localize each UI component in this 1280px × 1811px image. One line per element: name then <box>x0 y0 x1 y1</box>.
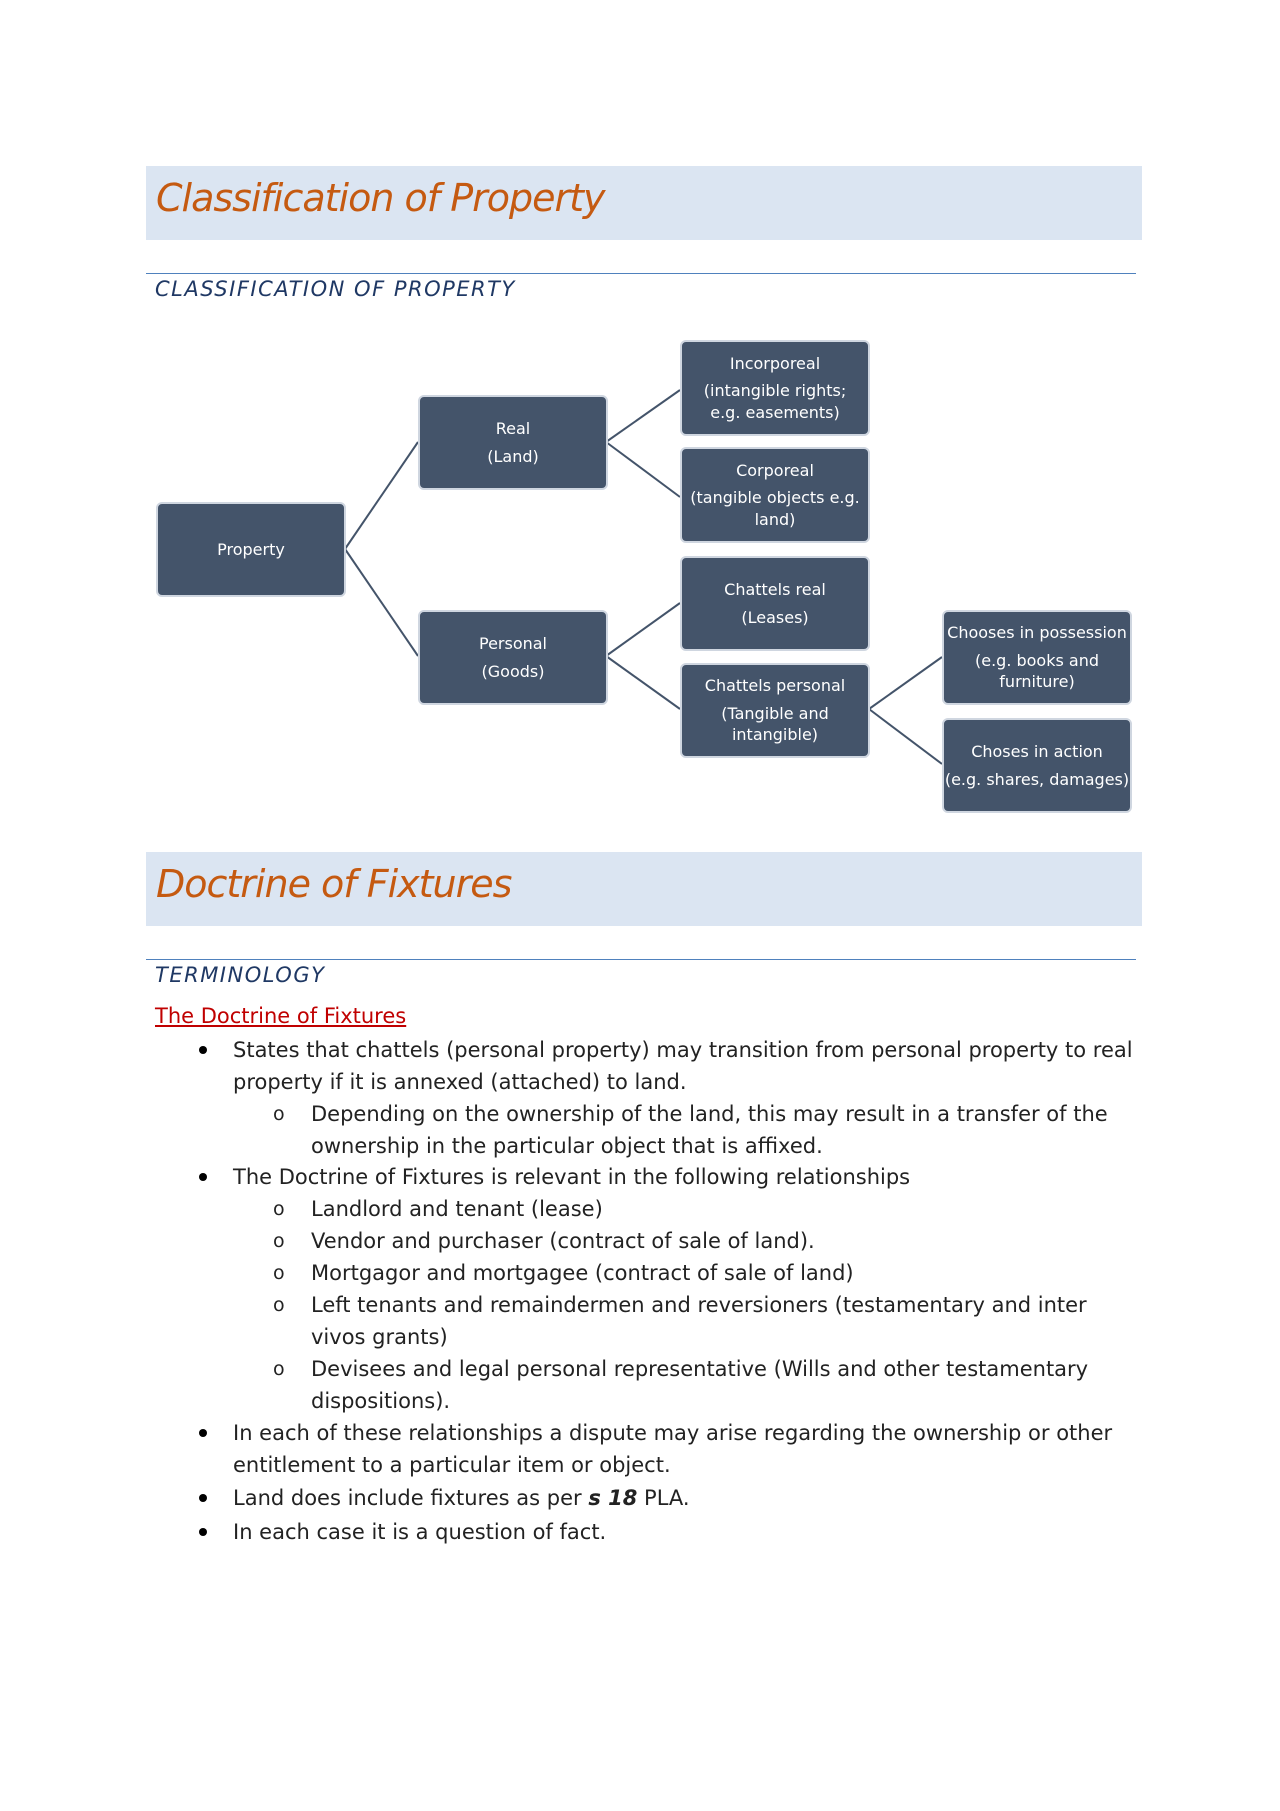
connector <box>605 655 681 710</box>
connector <box>344 441 419 550</box>
topic-heading: The Doctrine of Fixtures <box>155 1004 407 1028</box>
bullet-icon <box>199 1173 207 1181</box>
subheading: CLASSIFICATION OF PROPERTY <box>155 277 516 301</box>
node-sublabel: (Leases) <box>741 607 809 627</box>
node-sublabel: (intangible rights; e.g. easements) <box>703 381 847 422</box>
section-banner-fixtures: Doctrine of Fixtures <box>146 852 1142 926</box>
node-sublabel: (Goods) <box>481 661 545 681</box>
section-title: Classification of Property <box>156 176 606 220</box>
node-label: Chooses in possession <box>947 623 1127 643</box>
node-label: Property <box>217 539 285 559</box>
node-sublabel: (e.g. shares, damages) <box>944 769 1130 789</box>
circle-bullet-icon: o <box>273 1294 285 1316</box>
classification-diagram <box>344 389 943 765</box>
circle-bullet-icon: o <box>273 1198 285 1220</box>
connector <box>868 656 943 710</box>
bullet-icon <box>199 1046 207 1054</box>
node-real: Real (Land) <box>418 395 608 490</box>
circle-bullet-icon: o <box>273 1358 285 1380</box>
node-sublabel: (Tangible and intangible) <box>721 703 829 745</box>
node-choses-action: Choses in action (e.g. shares, damages) <box>942 718 1132 813</box>
node-corporeal: Corporeal (tangible objects e.g. land) <box>680 447 870 543</box>
bullet-text: In each of these relationships a dispute… <box>233 1421 1113 1477</box>
node-label: Real <box>495 418 531 438</box>
section-title: Doctrine of Fixtures <box>156 862 512 906</box>
bullet-text-part: Land does include fixtures as per <box>233 1486 589 1510</box>
divider <box>146 959 1136 960</box>
node-label: Choses in action <box>971 741 1103 761</box>
section-banner-classification: Classification of Property <box>146 166 1142 240</box>
sub-bullet-text: Devisees and legal personal representati… <box>311 1357 1089 1413</box>
connector <box>868 708 943 765</box>
circle-bullet-icon: o <box>273 1103 285 1125</box>
sub-bullet-text: Depending on the ownership of the land, … <box>311 1102 1108 1158</box>
connector <box>344 548 419 657</box>
bullet-icon <box>199 1528 207 1536</box>
node-incorporeal: Incorporeal (intangible rights; e.g. eas… <box>680 340 870 436</box>
node-label: Incorporeal <box>729 353 821 373</box>
node-sublabel: (tangible objects e.g. land) <box>690 488 860 529</box>
bullet-text-part: PLA. <box>637 1486 690 1510</box>
sub-bullet-text: Landlord and tenant (lease) <box>311 1197 603 1221</box>
bullet-icon <box>199 1429 207 1437</box>
node-chattels-personal: Chattels personal (Tangible and intangib… <box>680 663 870 758</box>
sub-bullet-text: Mortgagor and mortgagee (contract of sal… <box>311 1261 854 1285</box>
bullet-text: The Doctrine of Fixtures is relevant in … <box>233 1165 911 1189</box>
sub-bullet-text: Left tenants and remaindermen and revers… <box>311 1293 1087 1349</box>
node-label: Chattels real <box>724 579 826 599</box>
sub-bullet-text: Vendor and purchaser (contract of sale o… <box>311 1229 815 1253</box>
bullet-icon <box>199 1494 207 1502</box>
connector <box>605 602 681 657</box>
node-sublabel: (Land) <box>487 446 539 466</box>
node-property: Property <box>156 502 346 597</box>
bullet-text: Land does include fixtures as per s 18 P… <box>233 1482 1133 1514</box>
node-sublabel: (e.g. books and furniture) <box>974 650 1100 692</box>
node-label: Corporeal <box>736 460 814 480</box>
bullet-text: States that chattels (personal property)… <box>233 1038 1133 1094</box>
node-label: Chattels personal <box>704 676 846 696</box>
node-chattels-real: Chattels real (Leases) <box>680 556 870 651</box>
node-choses-possession: Chooses in possession (e.g. books and fu… <box>942 610 1132 705</box>
bullet-text: In each case it is a question of fact. <box>233 1520 607 1544</box>
divider <box>146 273 1136 274</box>
connector <box>605 441 681 498</box>
connector <box>605 389 681 443</box>
statute-reference: s 18 <box>588 1486 638 1510</box>
circle-bullet-icon: o <box>273 1262 285 1284</box>
subheading: TERMINOLOGY <box>155 963 326 987</box>
node-personal: Personal (Goods) <box>418 610 608 705</box>
circle-bullet-icon: o <box>273 1230 285 1252</box>
node-label: Personal <box>478 633 547 653</box>
